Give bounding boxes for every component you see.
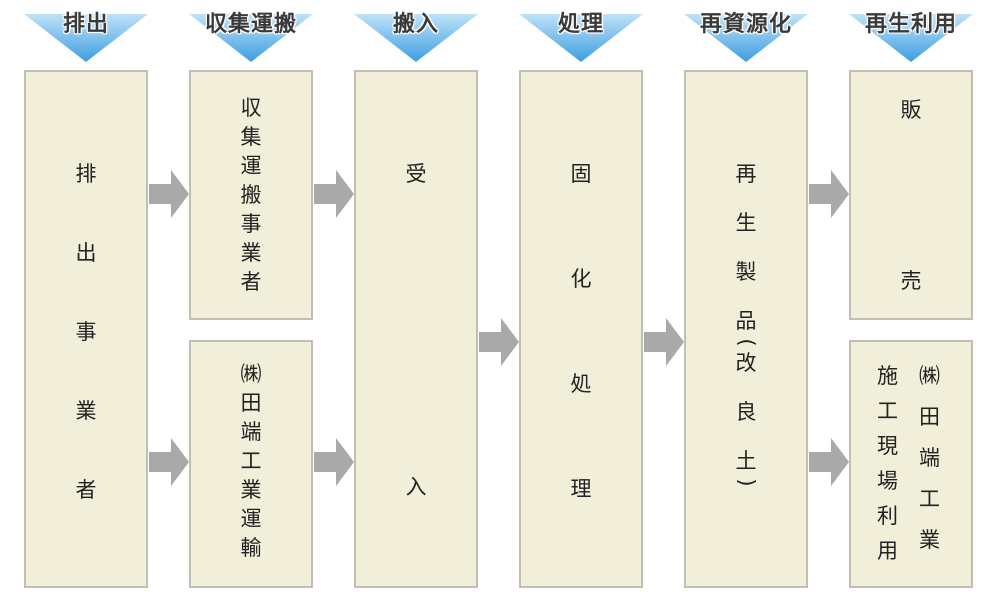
header-carry-in: 搬入: [354, 0, 478, 64]
box-char: 固: [570, 162, 592, 186]
box-char: 業: [240, 241, 262, 265]
box-char: 工: [877, 399, 898, 423]
box-char: 場: [877, 469, 898, 493]
box-char: 現: [877, 434, 898, 458]
box-recycled-product: 再 生 製 品 ( 改 良 土 ): [684, 70, 808, 588]
box-char: 受: [405, 162, 427, 186]
box-char: 業: [919, 528, 940, 552]
flow-arrow-icon: [809, 438, 849, 486]
box-char: 端: [240, 420, 262, 444]
header-chevron-icon: [189, 14, 313, 62]
header-label: 再資源化: [699, 12, 792, 37]
box-char: 利: [877, 504, 898, 528]
box-char: ): [734, 478, 759, 487]
box-char: 処: [570, 372, 592, 396]
box-receiving: 受 入: [354, 70, 478, 588]
header-reuse: 再生利用: [849, 0, 973, 64]
site-use-column: 施 工 現 場 利 用: [877, 366, 898, 562]
box-char: 品: [735, 309, 757, 333]
box-char: 改: [735, 351, 757, 375]
box-char: 理: [570, 477, 592, 501]
header-chevron-icon: [849, 14, 973, 62]
box-char: 工: [919, 487, 940, 511]
box-char: 運: [240, 154, 262, 178]
box-char: 工: [240, 449, 262, 473]
box-char: 生: [735, 211, 757, 235]
header-chevron-icon: [354, 14, 478, 62]
header-label: 処理: [557, 12, 604, 37]
header-recycle: 再資源化: [684, 0, 808, 64]
flow-arrow-icon: [314, 170, 354, 218]
flow-arrow-icon: [149, 438, 189, 486]
header-chevron-icon: [519, 14, 643, 62]
box-char: 化: [570, 267, 592, 291]
box-char: 事: [75, 320, 97, 344]
box-char: 事: [240, 212, 262, 236]
box-char: 出: [75, 241, 97, 265]
header-process: 処理: [519, 0, 643, 64]
box-char: ㈱: [240, 362, 262, 386]
box-char: 搬: [240, 183, 262, 207]
box-char: 業: [75, 399, 97, 423]
box-char: 集: [240, 125, 262, 149]
box-char: 者: [240, 270, 262, 294]
header-collect: 収集運搬: [189, 0, 313, 64]
header-emit: 排出: [24, 0, 148, 64]
box-char: 入: [405, 475, 427, 499]
header-label: 搬入: [392, 12, 439, 37]
header-label: 排出: [62, 12, 109, 37]
flow-arrow-icon: [314, 438, 354, 486]
box-char: 田: [919, 405, 940, 429]
box-char: 者: [75, 478, 97, 502]
box-char: 土: [735, 449, 757, 473]
box-char: ㈱: [919, 364, 940, 388]
box-char: 製: [735, 260, 757, 284]
box-tabata-transport: ㈱ 田 端 工 業 運 輸: [189, 340, 313, 588]
site-use-company-column: ㈱ 田 端 工 業: [919, 366, 940, 551]
box-char: 用: [877, 539, 898, 563]
box-char: 販: [900, 98, 922, 122]
box-char: 業: [240, 478, 262, 502]
header-chevron-icon: [24, 14, 148, 62]
box-char: 施: [877, 364, 898, 388]
box-char: 輸: [240, 536, 262, 560]
box-emitter: 排 出 事 業 者: [24, 70, 148, 588]
box-sale: 販 売: [849, 70, 973, 320]
flow-arrow-icon: [809, 170, 849, 218]
header-label: 再生利用: [864, 12, 957, 37]
box-char: 端: [919, 446, 940, 470]
box-char: 再: [735, 162, 757, 186]
flow-arrow-icon: [479, 318, 519, 366]
box-char: 排: [75, 162, 97, 186]
box-site-use: 施 工 現 場 利 用 ㈱ 田 端 工 業: [849, 340, 973, 588]
box-solidification: 固 化 処 理: [519, 70, 643, 588]
box-char: 田: [240, 391, 262, 415]
box-collection-operator: 収 集 運 搬 事 業 者: [189, 70, 313, 320]
box-char: 売: [900, 269, 922, 293]
flow-arrow-icon: [149, 170, 189, 218]
box-char: 運: [240, 507, 262, 531]
box-char: (: [734, 338, 759, 347]
box-char: 良: [735, 400, 757, 424]
flow-arrow-icon: [644, 318, 684, 366]
header-chevron-icon: [684, 14, 808, 62]
header-label: 収集運搬: [204, 12, 297, 37]
box-char: 収: [240, 96, 262, 120]
